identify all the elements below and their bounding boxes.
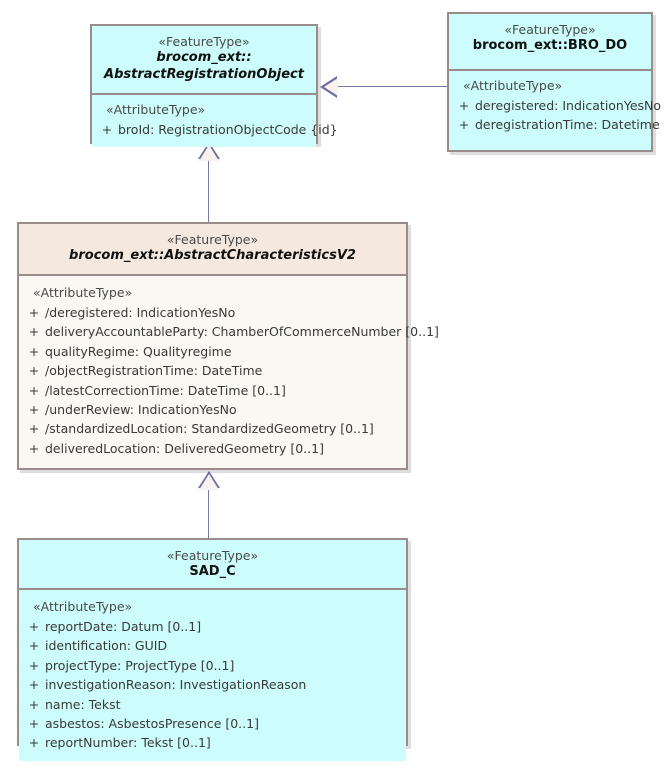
attribute-row[interactable]: + /latestCorrectionTime: DateTime [0..1] <box>23 381 402 400</box>
attribute-visibility: + <box>28 715 40 731</box>
attribute-visibility: + <box>28 677 40 693</box>
attribute-visibility: + <box>28 382 40 398</box>
attribute-visibility: + <box>28 421 40 437</box>
class-stereotype: «FeatureType» <box>166 548 259 563</box>
attribute-signature: name: Tekst <box>45 696 121 712</box>
class-header-abstract-characteristics-v2: «FeatureType» brocom_ext::AbstractCharac… <box>19 224 406 276</box>
attribute-stereotype: «AttributeType» <box>463 78 563 93</box>
attribute-visibility: + <box>28 735 40 751</box>
attribute-visibility: + <box>28 619 40 634</box>
class-box-abstract-characteristics-v2[interactable]: «FeatureType» brocom_ext::AbstractCharac… <box>17 222 439 470</box>
attribute-row[interactable]: + deliveredLocation: DeliveredGeometry [0… <box>23 439 402 458</box>
attribute-visibility: + <box>458 117 470 133</box>
attribute-row[interactable]: + reportDate: Datum [0..1] <box>23 617 402 636</box>
attribute-signature: /latestCorrectionTime: DateTime [0..1] <box>45 382 286 398</box>
attribute-visibility: + <box>28 657 40 673</box>
generalization-arrowhead-characteristics <box>199 145 219 161</box>
attribute-row[interactable]: + deregistered: IndicationYesNo <box>453 96 661 115</box>
class-name: brocom_ext:: AbstractRegistrationObject <box>98 50 310 83</box>
attribute-row[interactable]: + /objectRegistrationTime: DateTime <box>23 361 402 380</box>
attribute-signature: investigationReason: InvestigationReason <box>45 677 307 693</box>
attribute-stereotype: «AttributeType» <box>106 102 206 117</box>
attribute-signature: asbestos: AsbestosPresence [0..1] <box>45 715 259 731</box>
attribute-signature: reportDate: Datum [0..1] <box>45 619 202 634</box>
attribute-row[interactable]: + name: Tekst <box>23 695 402 714</box>
attribute-visibility: + <box>28 440 40 456</box>
attribute-row[interactable]: + reportNumber: Tekst [0..1] <box>23 733 402 752</box>
class-name: SAD_C <box>25 564 400 581</box>
class-name-line-2: AbstractRegistrationObject <box>104 66 304 82</box>
class-header-abstract-registration-object: «FeatureType» brocom_ext:: AbstractRegis… <box>92 26 316 95</box>
attribute-row[interactable]: + deregistrationTime: Datetime <box>453 115 660 134</box>
class-stereotype: «FeatureType» <box>166 232 259 247</box>
attribute-compartment-bro-do: «AttributeType» + deregistered: Indicatio… <box>449 71 661 143</box>
class-header-bro-do: «FeatureType» brocom_ext::BRO_DO <box>449 14 651 71</box>
class-name-line-1: SAD_C <box>189 564 236 579</box>
attribute-signature: identification: GUID <box>45 638 168 654</box>
attribute-visibility: + <box>28 696 40 712</box>
attribute-row[interactable]: + deliveryAccountableParty: ChamberOfComm… <box>23 322 439 341</box>
class-name-line-1: brocom_ext::BRO_DO <box>472 38 628 53</box>
attribute-compartment-abstract-registration-object: «AttributeType» + broId: RegistrationObje… <box>92 95 338 148</box>
generalization-line-characteristics-to-registration-object <box>208 158 209 224</box>
attribute-signature: /deregistered: IndicationYesNo <box>45 305 236 320</box>
attribute-signature: /underReview: IndicationYesNo <box>45 401 237 417</box>
class-name: brocom_ext::BRO_DO <box>455 38 645 55</box>
attribute-stereotype: «AttributeType» <box>33 599 133 614</box>
attribute-visibility: + <box>28 343 40 359</box>
class-stereotype: «FeatureType» <box>158 34 250 49</box>
attribute-visibility: + <box>458 98 470 113</box>
attribute-visibility: + <box>28 305 40 320</box>
class-box-sad-c[interactable]: «FeatureType» SAD_C «AttributeType» + rep… <box>17 538 408 761</box>
attribute-row[interactable]: + qualityRegime: Qualityregime <box>23 342 402 361</box>
attribute-row[interactable]: + investigationReason: InvestigationReaso… <box>23 675 402 694</box>
attribute-signature: deliveryAccountableParty: ChamberOfComme… <box>45 324 439 340</box>
attribute-row[interactable]: + /standardizedLocation: StandardizedGeom… <box>23 419 402 438</box>
attribute-visibility: + <box>28 401 40 417</box>
generalization-arrowhead-brodo <box>324 78 338 96</box>
attribute-row[interactable]: + identification: GUID <box>23 636 402 655</box>
attribute-row[interactable]: + /underReview: IndicationYesNo <box>23 400 402 419</box>
generalization-line-sadc-to-characteristics <box>208 487 209 540</box>
class-name-line-1: brocom_ext:: <box>156 50 252 65</box>
attribute-visibility: + <box>28 638 40 654</box>
class-name-line-1: brocom_ext::AbstractCharacteristicsV2 <box>69 248 356 263</box>
attribute-signature: reportNumber: Tekst [0..1] <box>45 735 211 751</box>
attribute-stereotype: «AttributeType» <box>33 285 133 300</box>
attribute-signature: /objectRegistrationTime: DateTime <box>45 363 263 379</box>
attribute-compartment-abstract-characteristics-v2: «AttributeType» + /deregistered: Indicati… <box>19 276 439 466</box>
class-name: brocom_ext::AbstractCharacteristicsV2 <box>25 248 400 265</box>
attribute-signature: /standardizedLocation: StandardizedGeome… <box>45 421 374 437</box>
attribute-row[interactable]: + asbestos: AsbestosPresence [0..1] <box>23 714 402 733</box>
attribute-row[interactable]: + /deregistered: IndicationYesNo <box>23 303 402 322</box>
class-box-bro-do[interactable]: «FeatureType» brocom_ext::BRO_DO «Attrib… <box>447 12 661 152</box>
attribute-row[interactable]: + projectType: ProjectType [0..1] <box>23 656 402 675</box>
attribute-signature: projectType: ProjectType [0..1] <box>45 657 235 673</box>
attribute-signature: deliveredLocation: DeliveredGeometry [0.… <box>45 440 324 456</box>
class-stereotype: «FeatureType» <box>504 22 596 37</box>
attribute-visibility: + <box>28 324 40 340</box>
generalization-arrowhead-sadc <box>199 474 219 490</box>
attribute-signature: deregistrationTime: Datetime <box>475 117 660 133</box>
generalization-line-brodo-to-registration-object <box>336 86 449 87</box>
class-header-sad-c: «FeatureType» SAD_C <box>19 540 406 590</box>
attribute-visibility: + <box>101 122 113 137</box>
attribute-compartment-sad-c: «AttributeType» + reportDate: Datum [0..1… <box>19 590 406 761</box>
attribute-signature: broId: RegistrationObjectCode {id} <box>118 122 338 137</box>
attribute-visibility: + <box>28 363 40 379</box>
attribute-signature: qualityRegime: Qualityregime <box>45 343 232 359</box>
attribute-signature: deregistered: IndicationYesNo <box>475 98 662 113</box>
class-box-abstract-registration-object[interactable]: «FeatureType» brocom_ext:: AbstractRegis… <box>90 24 338 148</box>
attribute-row[interactable]: + broId: RegistrationObjectCode {id} <box>96 120 338 139</box>
